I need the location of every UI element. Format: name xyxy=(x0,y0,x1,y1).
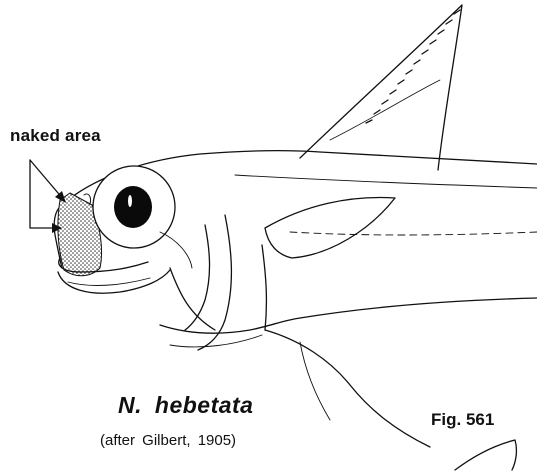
cheek-line xyxy=(160,232,192,268)
pectoral-fin xyxy=(265,197,395,258)
figure-number: Fig. 561 xyxy=(431,410,494,430)
species-name: N. hebetata xyxy=(118,392,253,419)
dorsal-fin xyxy=(300,5,462,170)
lateral-line-dashed xyxy=(290,232,537,235)
preopercle xyxy=(185,225,210,330)
dorsal-fin-spines xyxy=(366,10,460,123)
gill-cover-edge xyxy=(170,268,215,330)
pelvic-fin xyxy=(265,330,430,447)
body-outline-lower xyxy=(300,298,537,318)
naked-area-label: naked area xyxy=(10,126,101,146)
annotation-arrow-lower xyxy=(30,160,58,228)
eye-highlight xyxy=(128,195,132,207)
pupil xyxy=(114,186,152,228)
ventral-line xyxy=(262,245,266,330)
body-midline xyxy=(235,175,537,188)
dorsal-fin-ray xyxy=(330,80,440,140)
citation: (after Gilbert, 1905) xyxy=(100,432,236,449)
throat-outline xyxy=(160,318,300,333)
lip-inner xyxy=(68,278,150,285)
lower-fin-fragment xyxy=(455,440,516,470)
